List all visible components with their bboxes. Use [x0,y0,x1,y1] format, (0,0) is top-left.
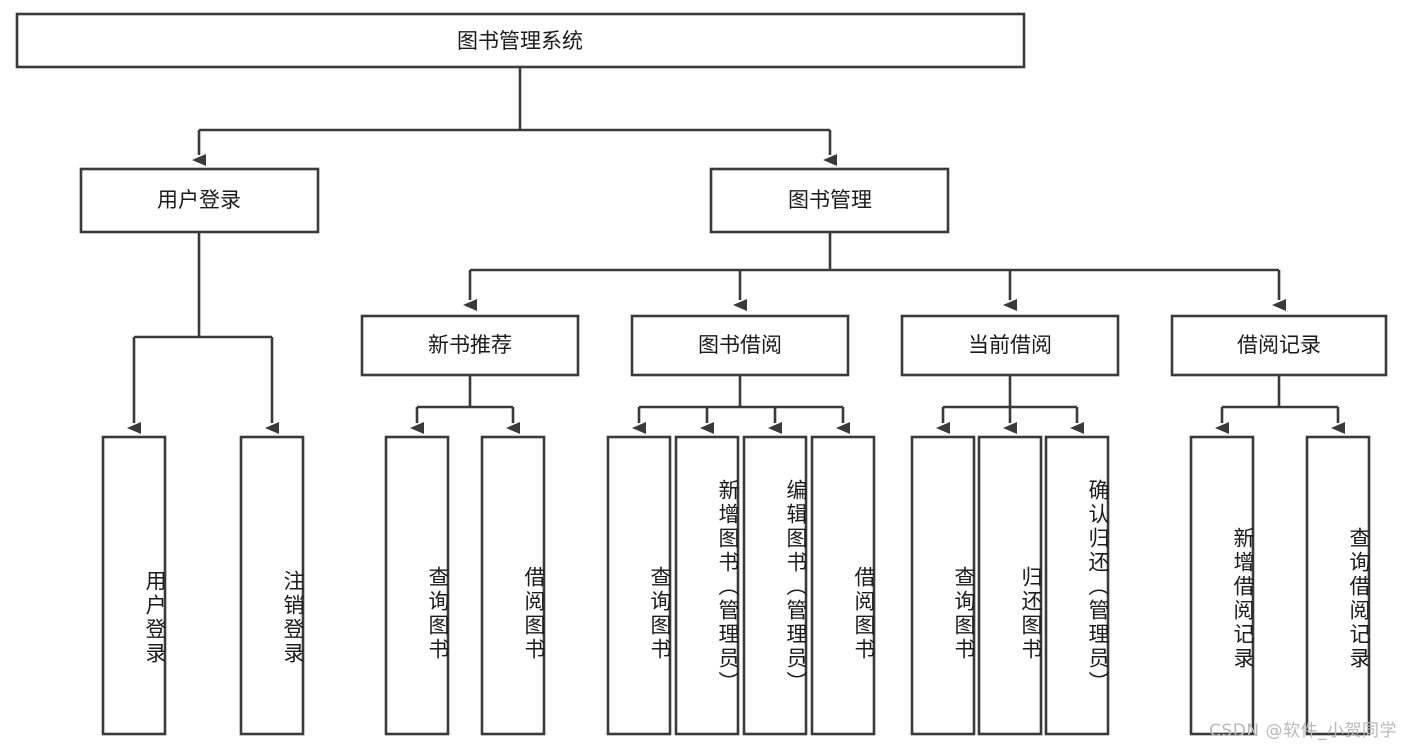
leaf-box-book-borrow-1[interactable] [606,435,672,736]
book-manage-label: 图书管理 [788,188,872,212]
leaf-box-current-borrow-1[interactable] [910,435,976,736]
leaf-box-book-borrow-4[interactable] [810,435,876,736]
node-new-book-recommend[interactable]: 新书推荐 [360,314,580,377]
leaf-box-user-login-2[interactable] [239,435,305,736]
leaf-box-new-book-2[interactable] [480,435,546,736]
root-label: 图书管理系统 [457,29,583,53]
leaf-box-current-borrow-2[interactable] [977,435,1043,736]
borrow-record-label: 借阅记录 [1237,333,1321,357]
node-book-manage[interactable]: 图书管理 [709,167,950,234]
leaf-box-user-login-1[interactable] [101,435,167,736]
leaf-box-new-book-1[interactable] [384,435,450,736]
current-borrow-box[interactable] [900,314,1120,377]
current-borrow-label: 当前借阅 [968,333,1052,357]
node-borrow-record[interactable]: 借阅记录 [1170,314,1388,377]
borrow-record-box[interactable] [1170,314,1388,377]
leaf-box-borrow-record-1[interactable] [1189,435,1255,736]
node-current-borrow[interactable]: 当前借阅 [900,314,1120,377]
leaf-box-current-borrow-3[interactable] [1044,435,1110,736]
csdn-watermark: CSDN @软件_小贺同学 [1209,721,1397,741]
node-book-borrow[interactable]: 图书借阅 [630,314,850,377]
root-box[interactable] [15,12,1026,69]
book-borrow-label: 图书借阅 [698,333,782,357]
leaf-box-book-borrow-2[interactable] [674,435,740,736]
user-login-label: 用户登录 [157,188,241,212]
new-book-recommend-box[interactable] [360,314,580,377]
book-borrow-box[interactable] [630,314,850,377]
node-user-login[interactable]: 用户登录 [79,167,320,234]
new-book-recommend-label: 新书推荐 [428,333,512,357]
leaf-box-borrow-record-2[interactable] [1305,435,1371,736]
leaf-box-book-borrow-3[interactable] [742,435,808,736]
book-manage-box[interactable] [709,167,950,234]
node-root[interactable]: 图书管理系统 [15,12,1026,69]
